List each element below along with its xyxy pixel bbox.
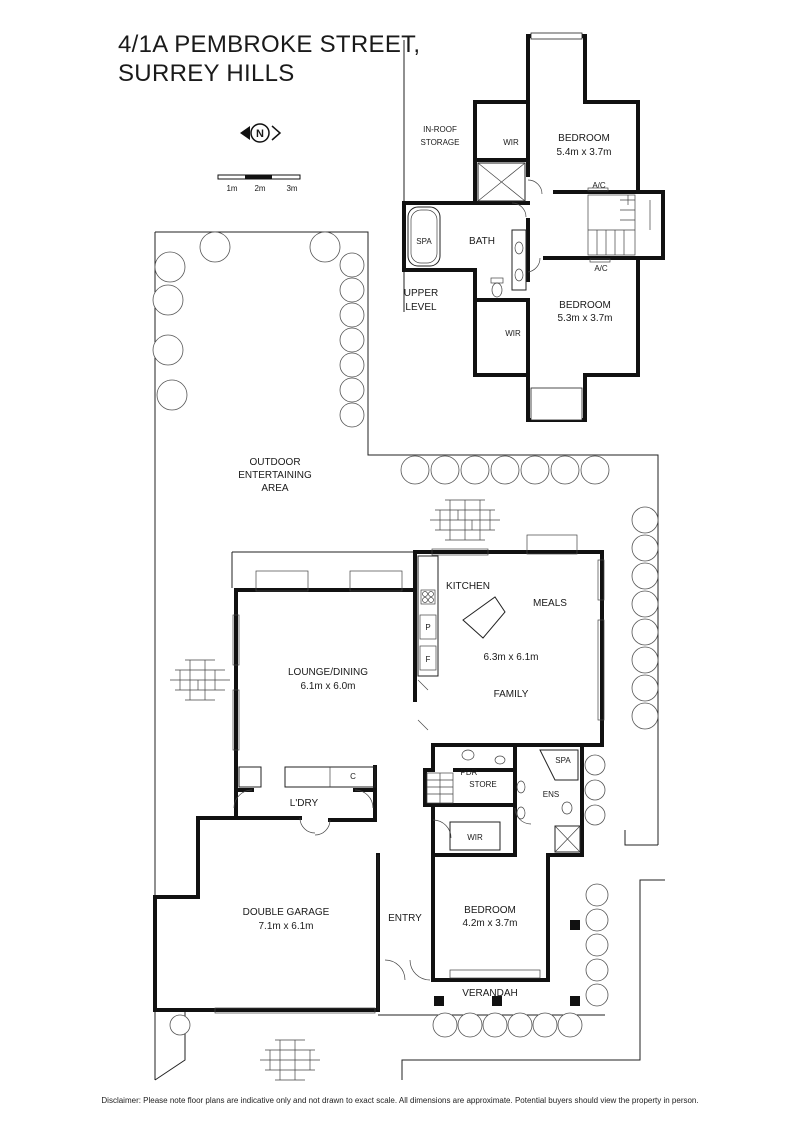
label-family-size: 6.3m x 6.1m (483, 652, 538, 663)
scale-bar: 1m 2m 3m (217, 174, 301, 193)
label-laundry: L'DRY (290, 798, 319, 809)
label-upper: UPPER (404, 288, 438, 299)
label-ens: ENS (543, 790, 559, 799)
label-lounge-dining: LOUNGE/DINING (288, 667, 368, 678)
label-bath: BATH (469, 236, 495, 247)
label-ground-bedroom: BEDROOM (464, 905, 516, 916)
label-cupboard: C (350, 772, 356, 781)
property-title-line2: SURREY HILLS (118, 60, 295, 87)
label-upper-spa: SPA (416, 237, 432, 246)
site-boundary (154, 231, 665, 1081)
label-pantry: P (425, 623, 430, 632)
label-upper-wir-bottom: WIR (505, 329, 521, 338)
label-upper-bedroom-1: BEDROOM (558, 133, 610, 144)
label-entertaining: ENTERTAINING (238, 470, 312, 481)
label-level: LEVEL (405, 302, 437, 313)
label-outdoor: OUTDOOR (249, 457, 300, 468)
label-pdr: PDR (461, 768, 478, 777)
disclaimer-text: Disclaimer: Please note floor plans are … (101, 1096, 699, 1105)
label-upper-bedroom-2: BEDROOM (559, 300, 611, 311)
label-meals: MEALS (533, 598, 567, 609)
label-kitchen: KITCHEN (446, 581, 490, 592)
label-double-garage-size: 7.1m x 6.1m (258, 921, 313, 932)
paving-brick-icons (170, 499, 500, 1081)
scale-label-2m: 2m (254, 184, 265, 193)
label-ground-spa: SPA (555, 756, 571, 765)
label-family: FAMILY (494, 689, 529, 700)
label-verandah: VERANDAH (462, 988, 518, 999)
upper-level-plan: IN-ROOF STORAGE WIR BEDROOM 5.4m x 3.7m … (402, 32, 665, 422)
scale-label-3m: 3m (286, 184, 297, 193)
label-ground-wir: WIR (467, 833, 483, 842)
label-lounge-dining-size: 6.1m x 6.0m (300, 681, 355, 692)
compass-letter: N (256, 128, 264, 140)
label-upper-wir-top: WIR (503, 138, 519, 147)
north-compass-icon: N (240, 123, 282, 143)
label-area: AREA (261, 483, 289, 494)
label-entry: ENTRY (388, 913, 422, 924)
label-ac-top: A/C (592, 181, 606, 190)
scale-label-1m: 1m (226, 184, 237, 193)
label-storage: STORAGE (421, 138, 460, 147)
label-upper-bedroom-1-size: 5.4m x 3.7m (556, 147, 611, 158)
ground-level-plan: OUTDOOR ENTERTAINING AREA KITCHEN MEALS … (153, 457, 605, 1014)
label-upper-bedroom-2-size: 5.3m x 3.7m (557, 313, 612, 324)
garden-trees (152, 231, 659, 1038)
property-title-line1: 4/1A PEMBROKE STREET, (118, 31, 421, 58)
label-ground-bedroom-size: 4.2m x 3.7m (462, 918, 517, 929)
label-in-roof: IN-ROOF (423, 125, 457, 134)
label-store: STORE (469, 780, 496, 789)
label-fridge: F (426, 655, 431, 664)
label-ac-bottom: A/C (594, 264, 608, 273)
label-double-garage: DOUBLE GARAGE (243, 907, 330, 918)
